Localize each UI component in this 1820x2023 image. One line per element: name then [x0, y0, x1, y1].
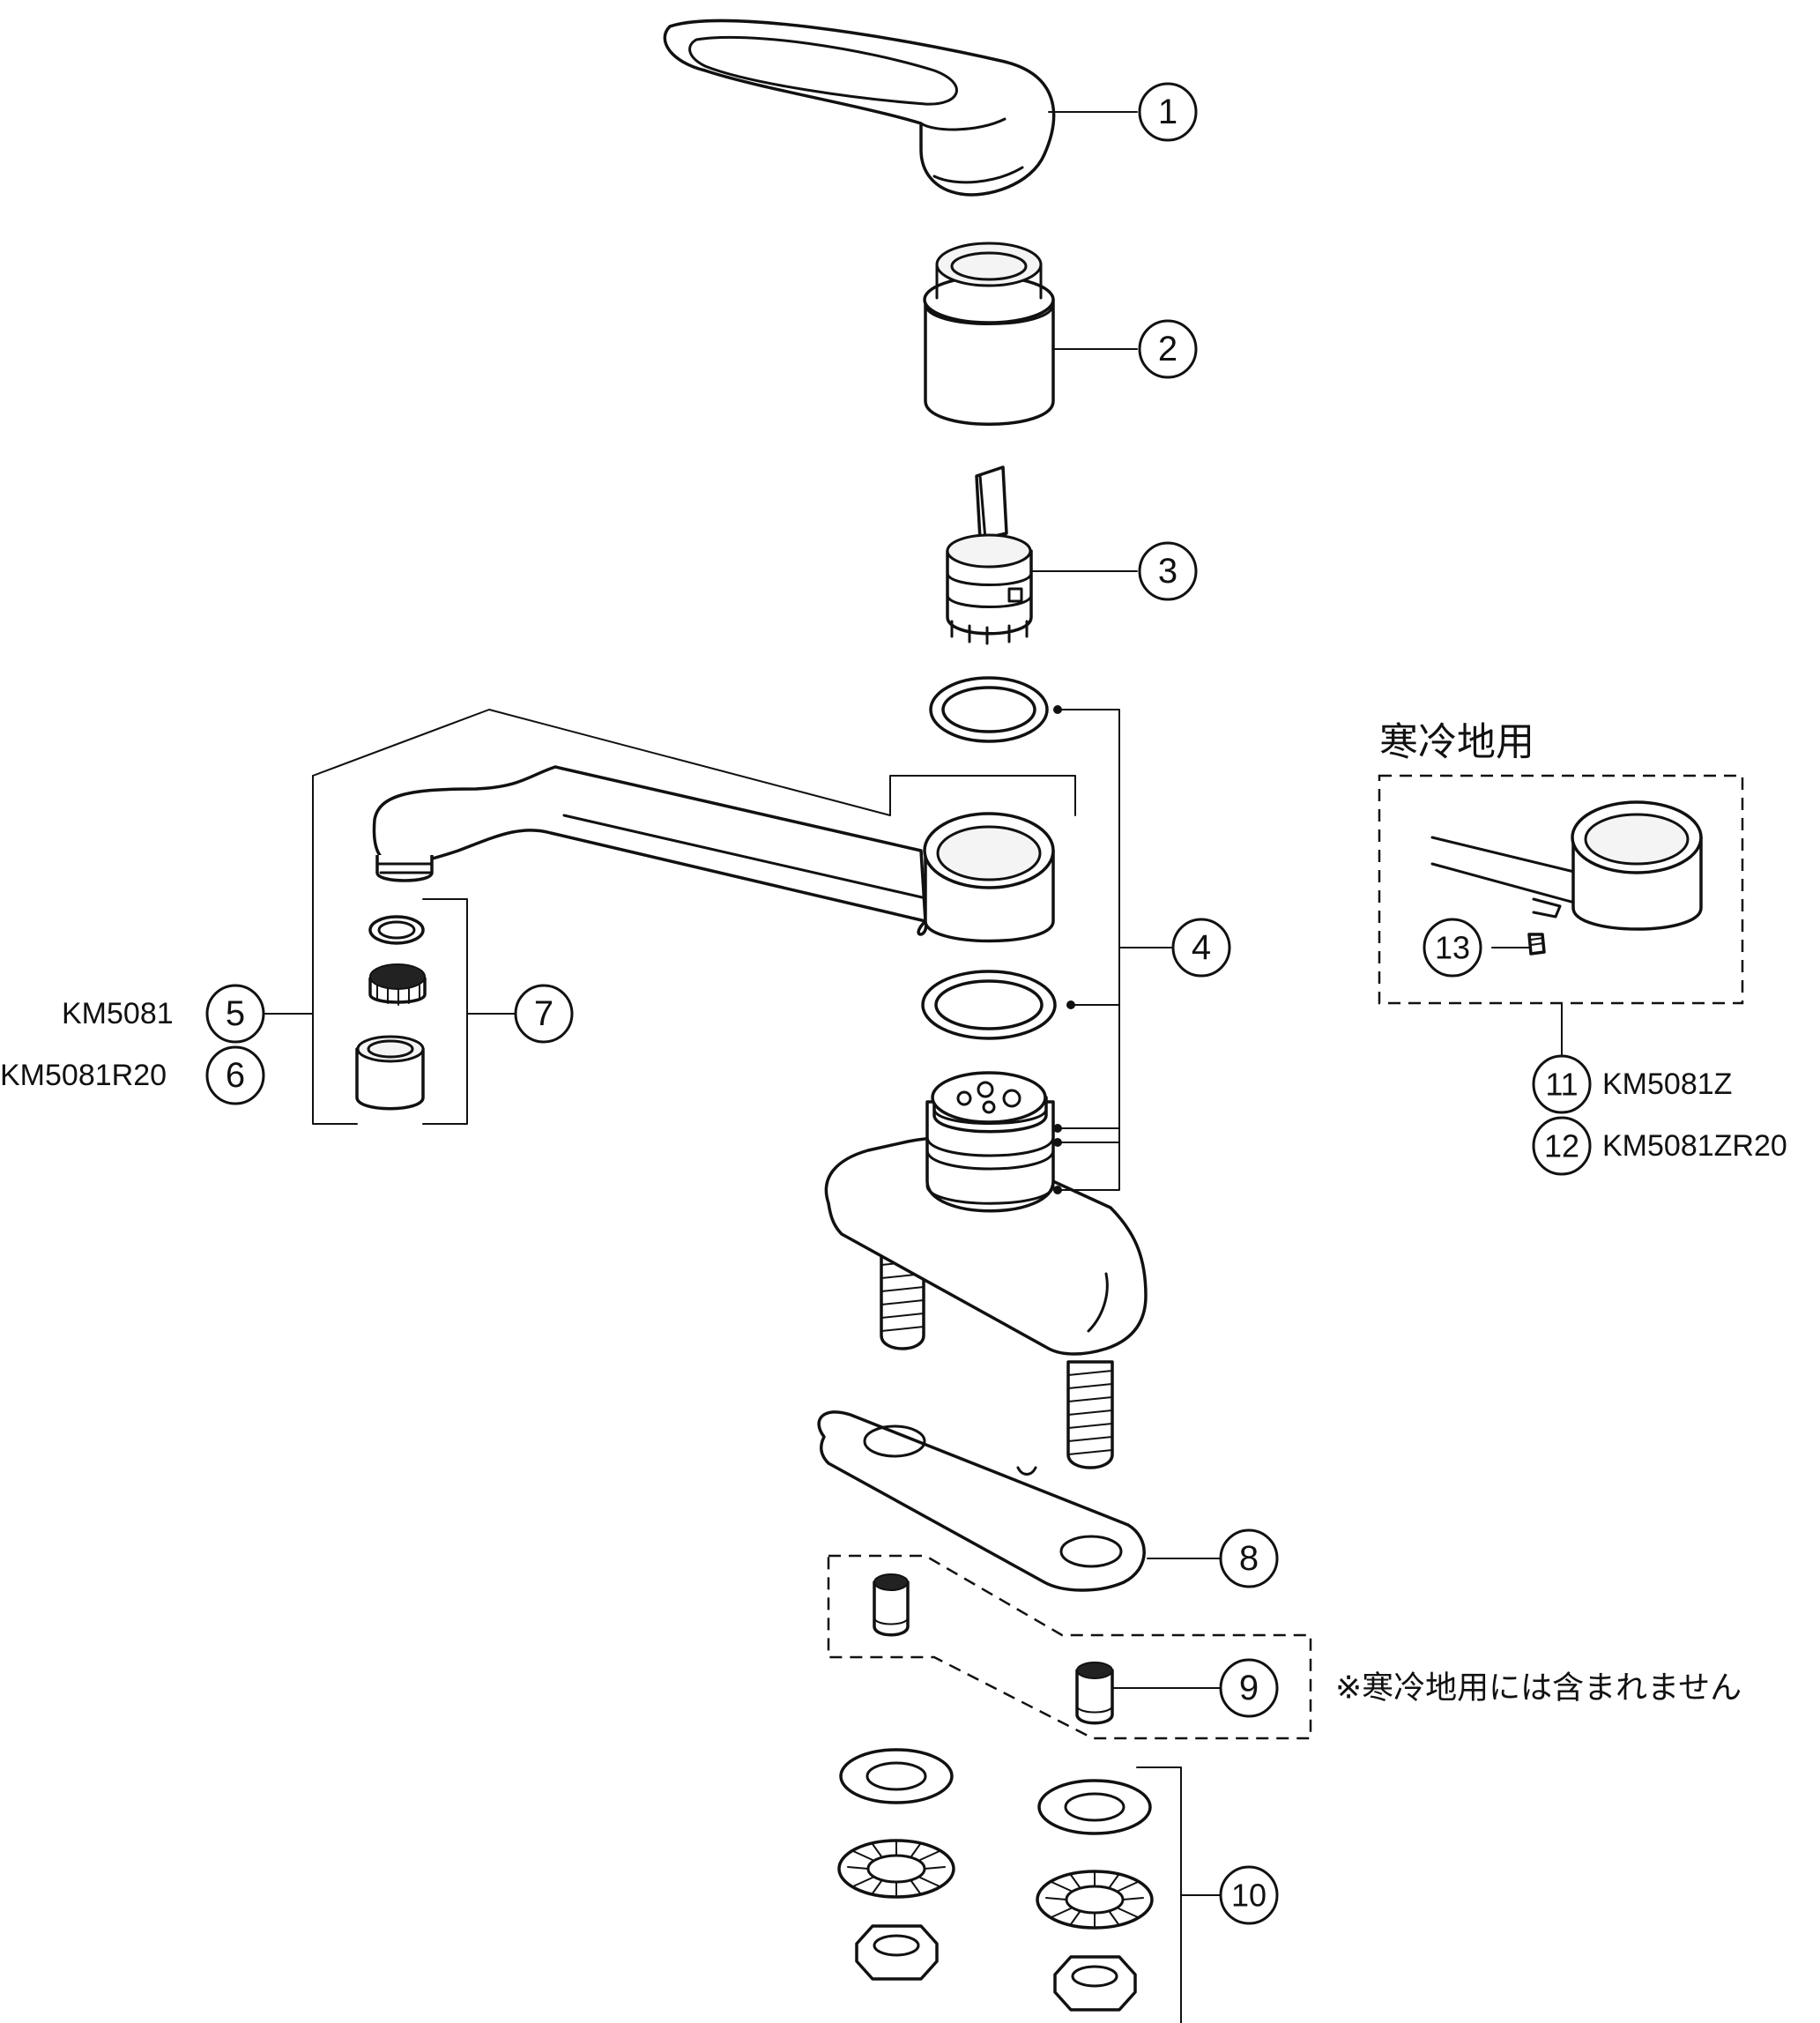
spout-part: [372, 765, 1055, 943]
svg-text:5: 5: [226, 994, 245, 1033]
cold-region-title: 寒冷地用: [1379, 720, 1534, 765]
callout-11: 11: [1532, 1054, 1592, 1114]
callout-3: 3: [1138, 541, 1198, 601]
svg-text:9: 9: [1239, 1669, 1259, 1707]
lever-handle-part: [663, 19, 1056, 197]
bracket-7: [422, 898, 468, 1125]
cold-region-spout-part: [1430, 800, 1703, 931]
aerator-screen-part: [368, 963, 427, 1006]
callout-5: 5: [205, 984, 265, 1044]
spout-outline-bracket: [312, 709, 1076, 816]
faucet-body-part: [824, 1071, 1148, 1469]
callout-13: 13: [1423, 918, 1482, 978]
strainer-left-part: [873, 1573, 910, 1637]
callout-8: 8: [1219, 1528, 1279, 1588]
o-ring-upper-part: [929, 676, 1049, 743]
svg-text:4: 4: [1192, 928, 1211, 967]
svg-text:2: 2: [1158, 330, 1177, 368]
handle-cover-part: [923, 242, 1055, 426]
mounting-washers-left: [837, 1748, 955, 1981]
mounting-washers-right: [1036, 1779, 1154, 2012]
label-km5081: KM5081: [62, 997, 174, 1030]
label-km5081z: KM5081Z: [1602, 1067, 1732, 1101]
aerator-cap-part: [355, 1035, 425, 1111]
base-gasket-plate-part: [817, 1410, 1146, 1592]
svg-text:8: 8: [1239, 1539, 1259, 1578]
label-km5081zr20: KM5081ZR20: [1602, 1129, 1787, 1163]
callout-7: 7: [514, 984, 574, 1044]
aerator-o-ring-part: [368, 915, 425, 945]
callout-9: 9: [1219, 1658, 1279, 1718]
svg-text:13: 13: [1435, 930, 1470, 966]
svg-text:11: 11: [1545, 1067, 1578, 1103]
callout-1: 1: [1138, 82, 1198, 142]
callout-12: 12: [1532, 1116, 1592, 1176]
svg-text:10: 10: [1231, 1878, 1267, 1914]
bracket-5-6-left: [312, 775, 358, 1125]
label-km5081r20: KM5081R20: [0, 1059, 167, 1092]
strainer-right-part: [1075, 1662, 1114, 1725]
callout-2: 2: [1138, 319, 1198, 379]
cold-region-note: ※寒冷地用には含まれません: [1335, 1670, 1742, 1707]
o-ring-middle-part: [921, 970, 1057, 1040]
svg-text:6: 6: [226, 1056, 245, 1095]
svg-text:12: 12: [1544, 1128, 1579, 1164]
cartridge-part: [946, 465, 1033, 645]
svg-text:3: 3: [1158, 552, 1177, 591]
cold-region-exclusion-outline: [827, 1554, 1312, 1740]
callout-10: 10: [1219, 1865, 1279, 1925]
bracket-10: [1136, 1766, 1182, 2023]
drain-screw-part: [1527, 933, 1546, 956]
svg-text:7: 7: [534, 994, 553, 1033]
svg-text:1: 1: [1158, 93, 1177, 131]
callout-4: 4: [1171, 918, 1231, 978]
callout-6: 6: [205, 1045, 265, 1105]
part-4-bracket: [1053, 705, 1173, 1194]
